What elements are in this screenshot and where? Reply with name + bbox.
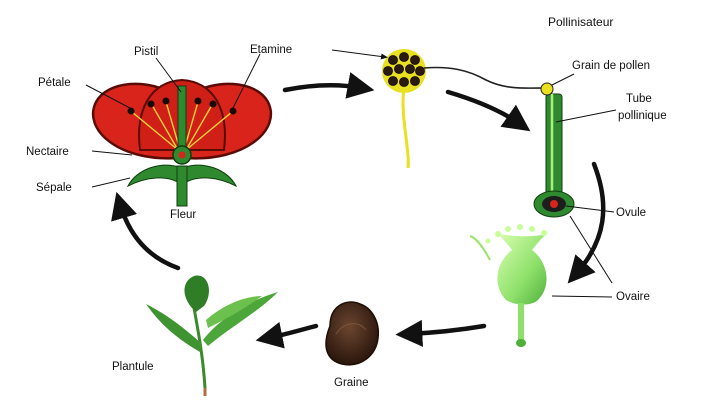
label-ovule: Ovule [616,207,646,219]
pollen-cluster [382,49,426,168]
pistil-style [178,86,186,148]
pollen-trajectory [424,68,545,89]
left-sepal [128,165,182,186]
arrow-flower-to-pollen [285,85,362,90]
arrow-pod-to-seed [408,326,484,334]
label-ovaire: Ovaire [616,291,650,303]
label-pistil: Pistil [134,46,158,58]
pollinated-pistil [534,83,574,217]
arrow-pistil-to-pod [576,164,603,274]
anther-filament [403,88,408,168]
label-grain-de-pollen: Grain de pollen [572,60,650,72]
label-tube-line2: pollinique [618,110,667,122]
right-sepal [182,165,236,186]
label-fleur: Fleur [170,209,196,221]
flower [93,80,271,206]
ovule-dot [550,200,558,208]
ovaire-pointer [552,296,612,297]
label-pollinisateur: Pollinisateur [548,15,613,29]
arrow-seed-to-seedling [268,326,316,338]
etamine-pointer [332,50,385,57]
label-sepale: Sépale [36,182,72,194]
pollen-grain [541,83,553,95]
label-etamine: Etamine [250,44,292,56]
flower-stem [177,166,187,206]
label-plantule: Plantule [112,361,154,373]
label-graine: Graine [334,377,369,389]
label-petale: Pétale [38,77,71,89]
seedling [146,275,278,396]
label-tube-line1: Tube [626,93,652,105]
seed [326,302,378,365]
arrow-pollen-to-pistil [448,92,520,124]
label-nectaire: Nectaire [26,146,69,158]
